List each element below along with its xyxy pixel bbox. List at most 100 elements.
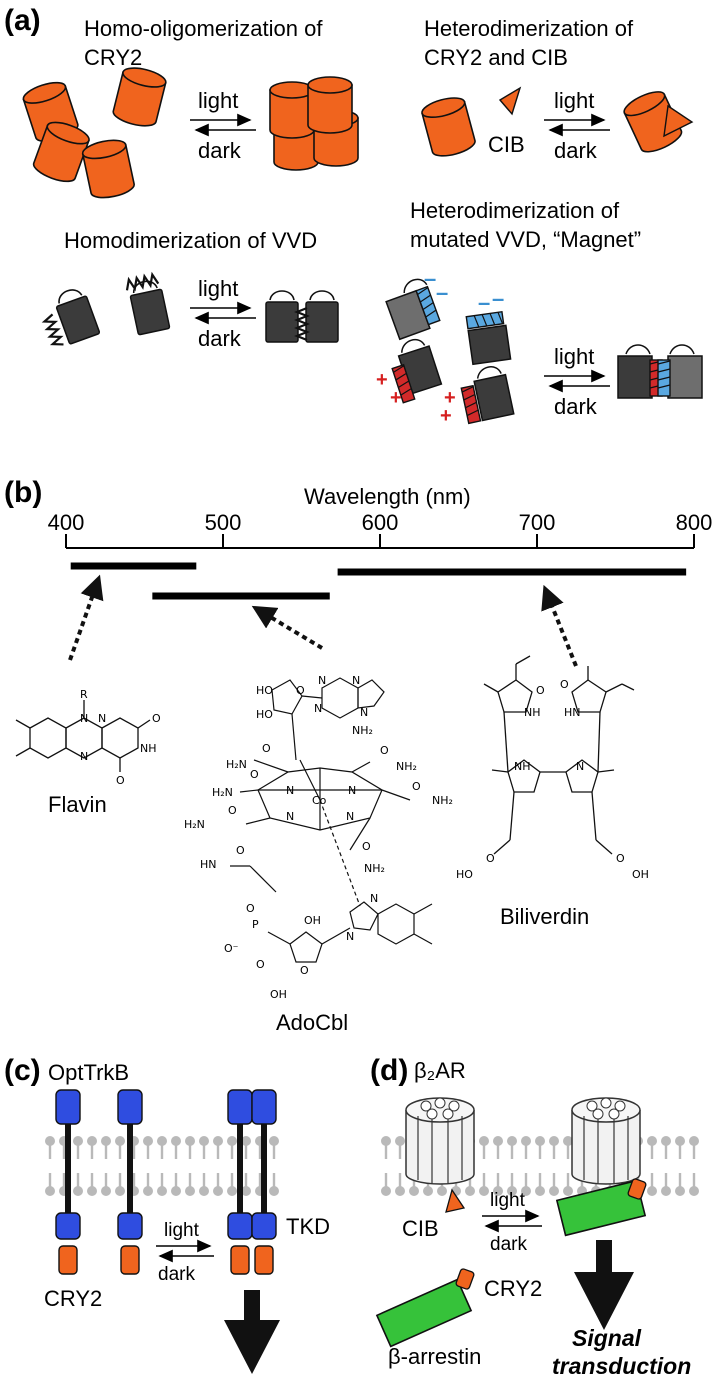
panel-d-label: (d) [370,1054,408,1087]
vvd-title: Homodimerization of VVD [64,228,317,253]
adocbl-atom-31: O [256,958,265,971]
adocbl-atom-18: H₂N [184,818,205,831]
flavin-name: Flavin [48,792,107,817]
cry2-bound-d [627,1178,647,1200]
magnet-dimer [617,344,703,399]
magnet-title-line2: mutated VVD, “Magnet” [410,227,641,252]
signal-arrow-c [224,1290,280,1374]
flavin-pointer-arrow [68,574,104,661]
adocbl-atom-27: O [362,840,371,853]
dark-label-c: dark [158,1264,195,1285]
biliverdin-atom-3: NH [524,706,541,719]
adocbl-atom-4: N [318,674,326,687]
flavin-structure [15,700,151,772]
lipid-bottom [43,1171,57,1198]
adocbl-atom-10: O [262,742,271,755]
cib-label-d: CIB [402,1216,439,1241]
magnet-monomers: – – – – + + + + [376,266,515,427]
lipid-top [85,1134,99,1161]
lipid-bottom [379,1171,393,1198]
flavin-atom-r: R [80,688,88,701]
lipid-bottom [687,1171,701,1198]
lipid-top [43,1134,57,1161]
cib-triangle [498,86,522,116]
lipid-top [379,1134,393,1161]
lipid-top [547,1134,561,1161]
lipid-bottom [673,1171,687,1198]
lipid-top [71,1134,85,1161]
light-label-a2: light [554,88,594,113]
lipid-top [673,1134,687,1161]
arrestin-label: β-arrestin [388,1344,481,1369]
lipid-bottom [477,1171,491,1198]
lipid-top [197,1134,211,1161]
lipid-bottom [225,1171,239,1198]
lipid-bottom [561,1171,575,1198]
adocbl-atom-5: N [352,674,360,687]
beta2ar-label: β₂AR [414,1058,466,1083]
adocbl-atom-14: O [250,768,259,781]
cry2-homo-title-line1: Homo-oligomerization of [84,16,323,41]
adocbl-atom-20: N [346,810,354,823]
adocbl-atom-11: O [380,744,389,757]
adocbl-atom-32: OH [304,914,321,927]
signal-label-line1: Signal [572,1325,642,1351]
lipid-bottom [141,1171,155,1198]
flavin-atom-o1: O [152,712,161,725]
tick-label-500: 500 [205,510,242,535]
biliverdin-atom-2: O [560,678,569,691]
arrows-light-dark-d: light dark [482,1190,542,1255]
opttrkb-label: OptTrkB [48,1060,129,1085]
lipid-bottom [197,1171,211,1198]
lipid-top [645,1134,659,1161]
cry2-cylinder [419,93,478,161]
adocbl-atom-28: P [252,918,259,931]
adocbl-atom-30: O [246,902,255,915]
cry2-free-d [455,1268,475,1290]
dark-label-a3: dark [198,326,242,351]
membrane-c [43,1134,281,1198]
minus-sign-3: – [478,290,490,315]
flavin-atom-nh: NH [140,742,157,755]
cry2-monomers [20,63,169,202]
cry2-cib-title-line2: CRY2 and CIB [424,45,568,70]
tick-label-800: 800 [676,510,713,535]
lipid-top [183,1134,197,1161]
cry2-label-d: CRY2 [484,1276,542,1301]
wavelength-axis-title: Wavelength (nm) [304,484,471,509]
adocbl-atom-33: N [370,892,378,905]
pointer-arrows [68,574,578,667]
lipid-bottom [169,1171,183,1198]
adocbl-name: AdoCbl [276,1010,348,1035]
adocbl-atom-34: N [346,930,354,943]
tick-label-400: 400 [48,510,85,535]
lipid-top [99,1134,113,1161]
plus-sign-1: + [376,369,388,391]
biliverdin-pointer-arrow [541,584,578,667]
cry2-homo-title-line2: CRY2 [84,45,142,70]
signal-arrow-d [574,1240,634,1330]
light-label-a3: light [198,276,238,301]
lipid-bottom [71,1171,85,1198]
absorption-ranges [70,562,687,600]
cib-label-a: CIB [488,132,525,157]
panel-b-label: (b) [4,476,42,509]
arrows-light-dark-a4: light dark [544,344,610,419]
lipid-bottom [211,1171,225,1198]
lipid-top [519,1134,533,1161]
adocbl-atom-24: HN [200,858,217,871]
adocbl-atom-29: O⁻ [224,942,239,955]
flavin-atom-o2: O [116,774,125,787]
dark-label-a4: dark [554,394,598,419]
minus-sign-4: – [492,286,504,311]
adocbl-atom-7: N [314,702,322,715]
plus-sign-4: + [440,405,452,427]
lipid-bottom [113,1171,127,1198]
lipid-top [211,1134,225,1161]
adocbl-atom-15: N [286,784,294,797]
dark-label-a2: dark [554,138,598,163]
lipid-top [505,1134,519,1161]
flavin-atom-n1: N [80,712,88,725]
